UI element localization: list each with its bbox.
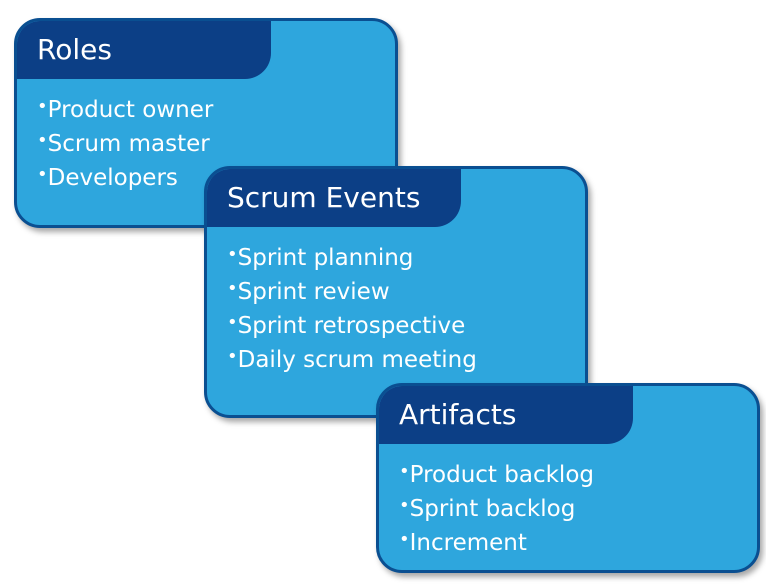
scrum-events-item: •Daily scrum meeting [227, 343, 477, 377]
artifacts-item: •Increment [399, 526, 594, 560]
bullet: • [227, 244, 238, 265]
bullet: • [37, 130, 48, 151]
scrum-events-item-label: Sprint planning [237, 245, 414, 271]
roles-title: Roles [17, 21, 271, 79]
artifacts-list: •Product backlog •Sprint backlog •Increm… [399, 458, 594, 560]
roles-item-label: Developers [47, 165, 178, 191]
scrum-events-item-label: Sprint review [237, 279, 390, 305]
bullet: • [227, 312, 238, 333]
bullet: • [399, 529, 410, 550]
scrum-events-item-label: Daily scrum meeting [237, 347, 477, 373]
artifacts-card: Artifacts •Product backlog •Sprint backl… [376, 383, 760, 573]
bullet: • [399, 461, 410, 482]
roles-item-label: Scrum master [47, 131, 210, 157]
roles-item-label: Product owner [47, 97, 214, 123]
artifacts-title: Artifacts [379, 386, 633, 444]
artifacts-item-label: Increment [409, 530, 527, 556]
scrum-events-title: Scrum Events [207, 169, 461, 227]
bullet: • [227, 278, 238, 299]
roles-list: •Product owner •Scrum master •Developers [37, 93, 213, 195]
scrum-events-item: •Sprint planning [227, 241, 477, 275]
artifacts-item: •Product backlog [399, 458, 594, 492]
roles-item: •Scrum master [37, 127, 213, 161]
scrum-events-list: •Sprint planning •Sprint review •Sprint … [227, 241, 477, 377]
artifacts-item-label: Sprint backlog [409, 496, 576, 522]
artifacts-item: •Sprint backlog [399, 492, 594, 526]
bullet: • [37, 164, 48, 185]
bullet: • [227, 346, 238, 367]
roles-item: •Developers [37, 161, 213, 195]
scrum-events-item-label: Sprint retrospective [237, 313, 466, 339]
scrum-events-card: Scrum Events •Sprint planning •Sprint re… [204, 166, 588, 418]
bullet: • [399, 495, 410, 516]
roles-item: •Product owner [37, 93, 213, 127]
artifacts-item-label: Product backlog [409, 462, 594, 488]
scrum-events-item: •Sprint retrospective [227, 309, 477, 343]
scrum-events-item: •Sprint review [227, 275, 477, 309]
bullet: • [37, 96, 48, 117]
roles-card: Roles •Product owner •Scrum master •Deve… [14, 18, 398, 228]
